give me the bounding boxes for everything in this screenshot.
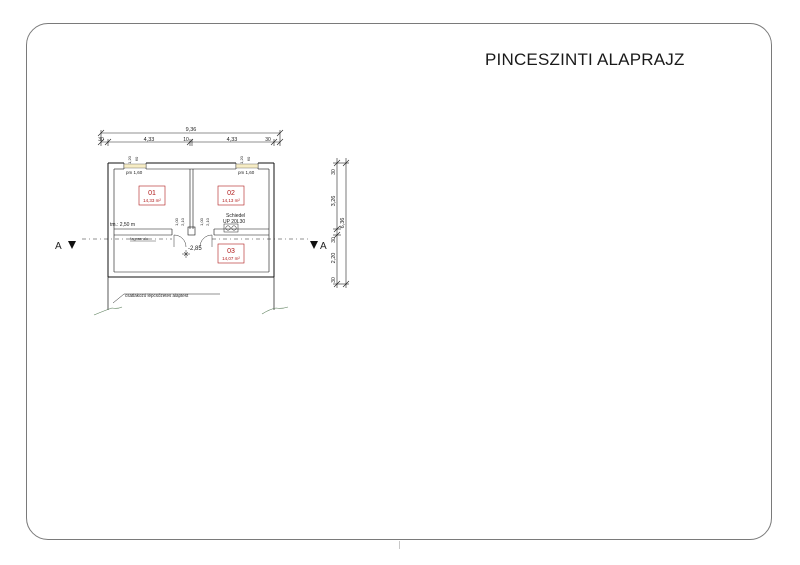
chimney-type: UP 20L30 bbox=[223, 219, 245, 225]
door-left-height: 2,10 bbox=[180, 217, 185, 226]
sheet-title: PINCESZINTI ALAPRAJZ bbox=[485, 50, 685, 69]
dim-right-room-top: 3,26 bbox=[331, 196, 337, 207]
section-arrow-right-icon bbox=[310, 241, 318, 249]
door-right-width: 1,00 bbox=[199, 217, 204, 226]
dim-top-wall-left: 30 bbox=[98, 137, 104, 143]
section-arrow-left-icon bbox=[68, 241, 76, 249]
dim-top-room-right: 4,33 bbox=[227, 137, 238, 143]
window-right-width: 1,20 bbox=[239, 155, 244, 164]
door-right-height: 2,10 bbox=[205, 217, 210, 226]
chimney-name: Schiedel bbox=[226, 213, 245, 219]
level-label: -2,85 bbox=[188, 246, 202, 252]
beam-height-label: tm.: 2,50 m bbox=[110, 222, 135, 228]
dim-right-wall-mid: 30 bbox=[331, 237, 337, 243]
room-01-area: 14,33 m² bbox=[143, 198, 161, 203]
window-right-height: 60 bbox=[246, 156, 251, 161]
level-marker bbox=[182, 250, 190, 258]
room-tag-03: 03 14,07 m² bbox=[217, 243, 245, 264]
room-01-number: 01 bbox=[148, 190, 156, 197]
doors bbox=[173, 234, 213, 248]
room-02-area: 14,13 m² bbox=[222, 198, 240, 203]
window-left-width: 1,20 bbox=[127, 155, 132, 164]
window-left-height: 60 bbox=[134, 156, 139, 161]
fold-mark bbox=[399, 541, 400, 549]
foundation-leader bbox=[112, 293, 220, 304]
dim-top-total: 9,36 bbox=[186, 127, 197, 133]
dim-right-total: 6,36 bbox=[340, 218, 346, 229]
dim-right-wall-top: 30 bbox=[331, 169, 337, 175]
dim-right-wall-bottom: 30 bbox=[331, 277, 337, 283]
dim-top-wall-mid: 10 bbox=[183, 137, 189, 143]
room-02-number: 02 bbox=[227, 190, 235, 197]
dim-top-wall-right: 30 bbox=[265, 137, 271, 143]
right-dimension-chain bbox=[333, 158, 350, 288]
window-right: 1,20 60 pm 1,60 bbox=[235, 155, 259, 175]
chimney-symbol bbox=[223, 223, 239, 233]
dim-top-room-left: 4,33 bbox=[144, 137, 155, 143]
ground-marks bbox=[93, 306, 289, 316]
window-right-sill: pm 1,60 bbox=[238, 170, 255, 175]
room-tag-01: 01 14,33 m² bbox=[138, 185, 166, 206]
section-label-right: A bbox=[320, 241, 327, 252]
room-tag-02: 02 14,13 m² bbox=[217, 185, 245, 206]
window-left: 1,20 60 pm 1,60 bbox=[123, 155, 147, 175]
window-left-sill: pm 1,60 bbox=[126, 170, 143, 175]
section-label-left: A bbox=[55, 241, 62, 252]
dim-right-room-bottom: 2,20 bbox=[331, 253, 337, 264]
top-dimension-chain bbox=[97, 129, 284, 146]
door-left-width: 1,00 bbox=[174, 217, 179, 226]
room-03-area: 14,07 m² bbox=[222, 256, 240, 261]
foundation-label: csatlakozó lépcsőzetes alaptest bbox=[125, 293, 189, 298]
sheet-frame bbox=[26, 23, 772, 540]
beam-note-label: fagerenda bbox=[130, 236, 149, 241]
room-03-number: 03 bbox=[227, 248, 235, 255]
